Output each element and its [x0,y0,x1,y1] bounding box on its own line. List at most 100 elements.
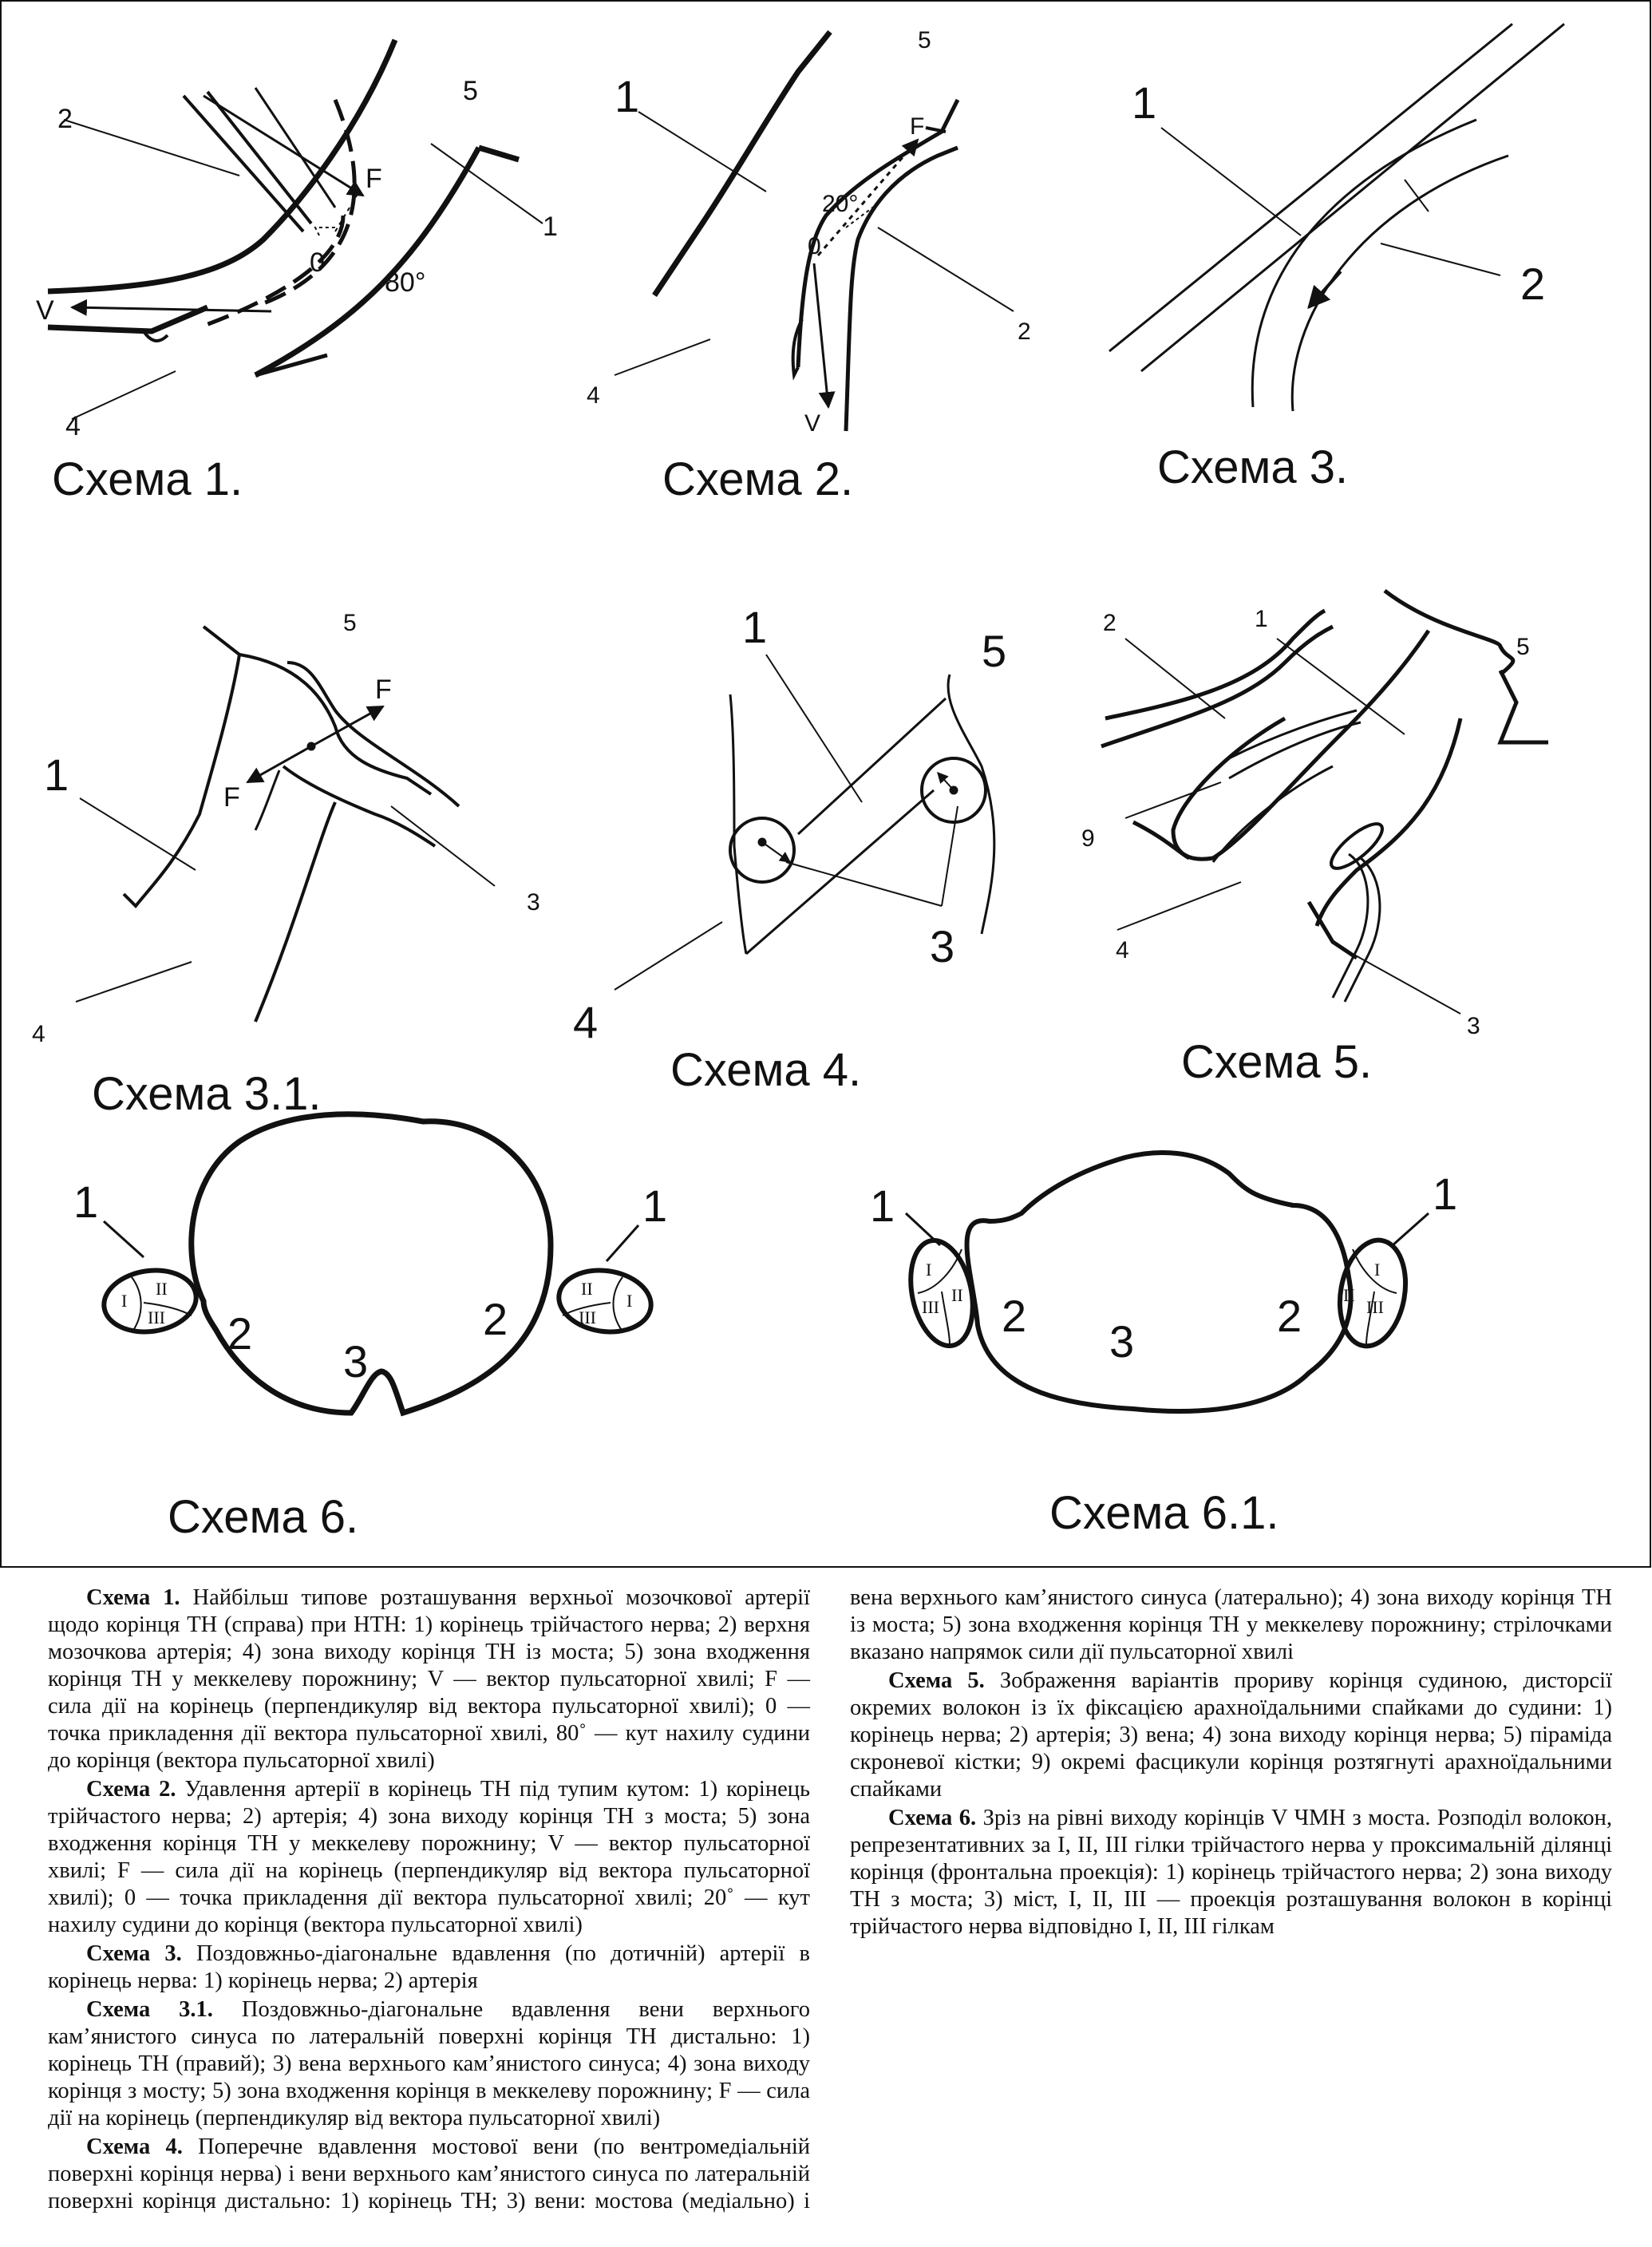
scheme-6-roman-ii-right: II [581,1279,593,1299]
scheme-2-label-1: 1 [615,71,639,121]
scheme-1-label-0: 0 [310,247,325,278]
scheme-6-1-roman-iii-left: III [922,1297,939,1317]
caption-scheme-2: Схема 2. Удавлення артерії в корінець ТН… [48,1776,810,1939]
scheme-1-label-4: 4 [65,411,81,441]
scheme-1-label-f: F [366,164,382,194]
scheme-3-1-label-f1: F [375,674,392,705]
scheme-1-labels: 2 5 1 4 0 80° V F Схема 1. [36,76,558,505]
scheme-4-label-3: 3 [930,921,954,971]
scheme-3-1-label-4: 4 [32,1021,45,1047]
caption-title: Схема 2. [86,1777,176,1802]
scheme-6-title: Схема 6. [168,1491,358,1543]
scheme-6-roman-i-right: I [626,1291,632,1311]
diagram-figure: 2 5 1 4 0 80° V F Схема 1. 1 5 2 4 0 20°… [0,0,1651,1568]
caption-scheme-1: Схема 1. Найбільш типове розташування ве… [48,1584,810,1774]
caption-text: Зріз на рівні виходу корінців V ЧМН з мо… [850,1806,1612,1939]
scheme-6-1-labels: 1 1 2 2 3 I II III I II III Схема 6.1. [870,1169,1457,1539]
scheme-5-label-1: 1 [1255,606,1268,632]
scheme-3-label-1: 1 [1132,77,1156,128]
scheme-5-label-2: 2 [1103,610,1116,636]
caption-title: Схема 5. [888,1668,985,1693]
scheme-6-labels: 1 1 2 2 3 I II III I II III Схема 6. [73,1177,667,1543]
scheme-6-label-1-left: 1 [73,1177,98,1227]
scheme-4-label-5: 5 [982,626,1006,676]
caption-text: Поздовжньо-діагональне вдавлення (по дот… [48,1941,810,1993]
scheme-4-label-1: 1 [742,602,767,652]
scheme-6-1-roman-ii-left: II [951,1285,963,1305]
scheme-6 [101,1111,654,1417]
scheme-1-label-v: V [36,295,54,326]
caption-scheme-4: Схема 4. Поперечне вдавлення мостової ве… [48,1584,1612,2223]
scheme-1-label-1: 1 [543,212,558,242]
caption-text: Найбільш типове розташування верхньої мо… [48,1585,810,1773]
caption-scheme-3-1: Схема 3.1. Поздовжньо-діагональне вдавле… [48,1996,810,2132]
scheme-3-1-label-5: 5 [343,610,357,636]
caption-text: Зображення варіантів прориву корінця суд… [850,1668,1613,1802]
scheme-6-1-label-2-left: 2 [1002,1291,1026,1341]
scheme-2-label-0: 0 [808,233,821,259]
scheme-3-1-title: Схема 3.1. [92,1068,321,1120]
scheme-3-labels: 1 2 Схема 3. [1132,77,1545,493]
caption-title: Схема 3. [86,1941,182,1966]
scheme-6-label-2-left: 2 [227,1308,252,1359]
caption-text: Поперечне вдавлення мостової вени (по ве… [48,1585,1612,2213]
scheme-1-label-5: 5 [463,76,478,106]
scheme-4-labels: 1 5 3 4 Схема 4. [573,602,1006,1096]
scheme-6-label-1-right: 1 [642,1181,667,1231]
scheme-6-1-roman-iii-right: III [1366,1297,1384,1317]
caption-title: Схема 6. [888,1806,977,1830]
scheme-3-1-label-1: 1 [44,750,69,800]
scheme-6-label-2-right: 2 [483,1294,508,1344]
scheme-6-1-label-1-right: 1 [1433,1169,1457,1219]
scheme-2-title: Схема 2. [662,453,853,505]
scheme-6-roman-iii-left: III [148,1307,165,1327]
scheme-2-label-5: 5 [918,27,931,53]
scheme-6-1-label-1-left: 1 [870,1181,895,1231]
scheme-6-label-3: 3 [343,1336,368,1387]
scheme-6-1-label-3: 3 [1109,1316,1134,1367]
caption-scheme-6: Схема 6. Зріз на рівні виходу корінців V… [850,1805,1612,1940]
caption-scheme-3: Схема 3. Поздовжньо-діагональне вдавленн… [48,1940,810,1995]
scheme-5 [1101,589,1548,1015]
scheme-6-1-roman-i-right: I [1374,1260,1380,1280]
scheme-6-roman-i-left: I [121,1291,127,1311]
scheme-1-title: Схема 1. [52,453,243,505]
scheme-3-label-2: 2 [1520,259,1545,309]
caption-text: Удавлення артерії в корінець ТН під тупи… [48,1777,810,1937]
scheme-5-label-3: 3 [1467,1013,1480,1039]
scheme-3-1 [75,625,496,1023]
scheme-1 [47,38,543,420]
scheme-5-labels: 2 1 5 9 4 3 Схема 5. [1081,606,1530,1088]
scheme-6-roman-ii-left: II [156,1279,168,1299]
scheme-4-label-4: 4 [573,997,598,1047]
scheme-3-title: Схема 3. [1157,441,1348,493]
scheme-1-label-2: 2 [57,104,73,134]
scheme-6-1-title: Схема 6.1. [1049,1487,1279,1539]
scheme-6-1 [904,1150,1429,1414]
caption-title: Схема 1. [86,1585,180,1610]
scheme-3-1-labels: 5 1 3 4 F F Схема 3.1. [32,610,540,1120]
scheme-3 [1109,22,1565,412]
scheme-2 [614,30,1014,432]
scheme-5-label-4: 4 [1116,937,1129,963]
scheme-3-1-label-f2: F [223,782,240,813]
caption-title: Схема 4. [86,2134,183,2159]
scheme-2-label-2: 2 [1018,318,1031,345]
scheme-3-1-label-3: 3 [527,889,540,916]
scheme-5-title: Схема 5. [1181,1036,1372,1088]
scheme-2-label-f: F [910,113,924,140]
caption-text: Поздовжньо-діагональне вдавлення вени ве… [48,1997,810,2130]
scheme-6-1-label-2-right: 2 [1277,1291,1302,1341]
scheme-5-label-9: 9 [1081,825,1095,852]
scheme-2-labels: 1 5 2 4 0 20° V F Схема 2. [587,27,1031,505]
caption-scheme-5: Схема 5. Зображення варіантів прориву ко… [850,1667,1612,1803]
scheme-2-label-4: 4 [587,382,600,409]
scheme-5-label-5: 5 [1516,634,1530,660]
figure-captions: Схема 1. Найбільш типове розташування ве… [48,1584,1612,2223]
scheme-6-1-roman-i-left: I [926,1260,931,1280]
scheme-2-label-angle: 20° [822,191,858,217]
scheme-4 [614,654,996,991]
scheme-6-roman-iii-right: III [579,1307,596,1327]
scheme-4-title: Схема 4. [670,1044,861,1096]
scheme-1-label-angle: 80° [385,267,425,298]
